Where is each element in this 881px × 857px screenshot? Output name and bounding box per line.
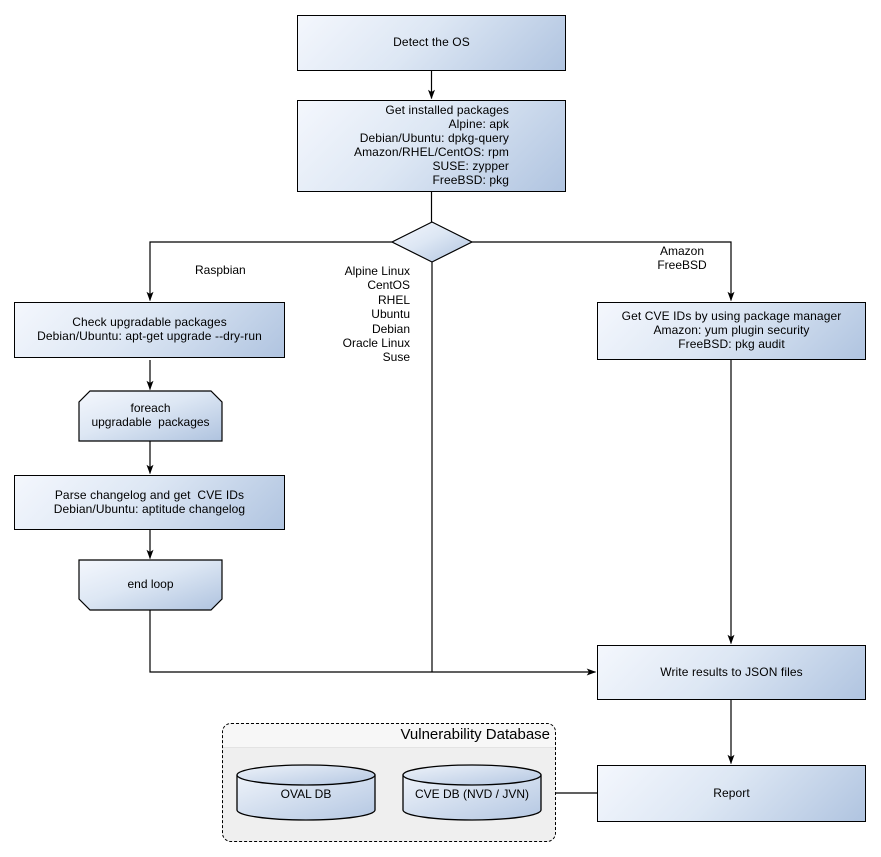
node-detect-os: Detect the OS [297,15,566,71]
cylinder-oval-db-label: OVAL DB [280,787,332,802]
cluster-title-band [223,724,555,748]
cluster-title: Vulnerability Database [400,726,550,743]
loop-end-label: end loop [127,577,174,592]
node-write-json: Write results to JSON files [597,645,866,700]
node-parse-changelog: Parse changelog and get CVE IDs Debian/U… [14,475,285,530]
edge-label-os-list: Alpine Linux CentOS RHEL Ubuntu Debian O… [342,264,410,365]
node-check-upgradable-packages: Check upgradable packages Debian/Ubuntu:… [14,302,285,358]
edge-label-raspbian: Raspbian [195,263,246,277]
loop-start-label: foreach upgradable packages [91,401,210,429]
node-get-cve-ids: Get CVE IDs by using package manager Ama… [597,302,866,360]
node-get-installed-packages-label: Get installed packages Alpine: apk Debia… [353,103,510,187]
edge-label-amazon-freebsd: Amazon FreeBSD [657,244,707,273]
cylinder-cve-db-label: CVE DB (NVD / JVN) [414,787,529,802]
node-report: Report [597,765,866,822]
node-get-installed-packages: Get installed packages Alpine: apk Debia… [297,100,566,192]
